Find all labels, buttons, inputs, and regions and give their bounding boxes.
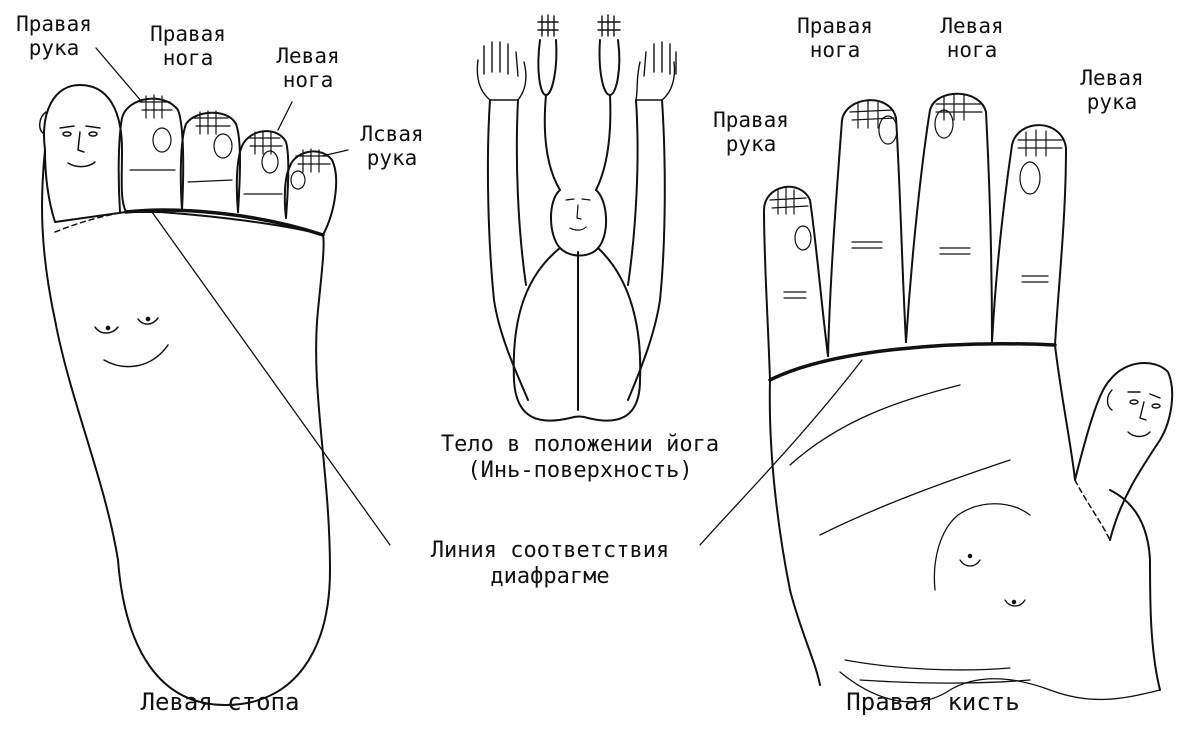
pointer-foot-diaphragm: [152, 212, 390, 545]
body-outline: [538, 40, 619, 95]
pointer-foot-right-arm: [96, 48, 142, 102]
caption-yoga-body-line1: Тело в положении йога: [380, 432, 780, 458]
caption-yoga-body-line2: (Инь-поверхность): [380, 458, 780, 484]
hand-outline: [770, 380, 1160, 690]
toe-3: [181, 113, 240, 212]
label-foot-left-arm: Лсвая рука: [346, 122, 438, 170]
label-foot-right-leg: Правая нога: [140, 22, 236, 70]
finger-ring: [828, 100, 906, 356]
label-diaphragm-line2: диафрагме: [385, 564, 715, 590]
thumb: [1055, 345, 1172, 540]
toe-line: [126, 210, 323, 235]
finger-middle: [906, 94, 992, 342]
left-foot-outline: [42, 150, 330, 705]
right-hand-drawing: [764, 94, 1172, 702]
label-hand-right-leg: Правая нога: [780, 14, 890, 62]
caption-left-foot: Левая стопа: [105, 688, 335, 716]
left-foot-drawing: [40, 85, 336, 705]
palm-line: [770, 344, 1055, 380]
finger-index: [992, 125, 1066, 345]
label-diaphragm-line1: Линия соответствия: [385, 538, 715, 564]
finger-little: [764, 187, 828, 380]
label-hand-right-arm: Правая рука: [696, 108, 806, 156]
label-hand-left-arm: Левая рука: [1062, 66, 1162, 114]
yoga-body-drawing: [477, 15, 676, 421]
big-toe: [44, 85, 126, 222]
label-foot-left-leg: Левая нога: [262, 44, 354, 92]
diaphragm-dash-foot: [55, 212, 126, 232]
toe-2: [119, 99, 184, 212]
pointer-foot-left-arm: [322, 150, 348, 156]
label-hand-left-leg: Левая нога: [922, 14, 1022, 62]
label-foot-right-arm: Правая рука: [8, 12, 100, 60]
pointer-foot-left-leg: [278, 102, 292, 130]
caption-right-hand: Правая кисть: [818, 688, 1048, 716]
